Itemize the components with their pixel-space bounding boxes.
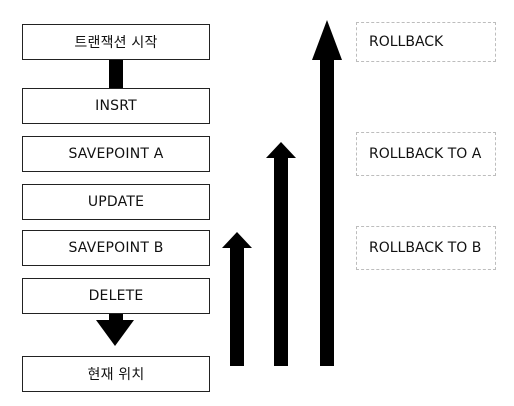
transaction-start-label: 트랜잭션 시작 (74, 35, 158, 51)
savepoint-a-label: SAVEPOINT A (68, 146, 164, 162)
down-arrow-icon (96, 314, 134, 346)
rollback-to-a-arrow-icon (266, 142, 296, 366)
connector-line (109, 60, 123, 88)
rollback-to-b-label: ROLLBACK TO B (369, 240, 482, 256)
update-label: UPDATE (87, 194, 145, 210)
rollback-to-a-label: ROLLBACK TO A (369, 146, 482, 162)
savepoint-b-label: SAVEPOINT B (68, 240, 164, 256)
rollback-to-b-arrow-icon (222, 232, 252, 366)
savepoint-a-box: SAVEPOINT A (22, 136, 210, 172)
savepoint-b-box: SAVEPOINT B (22, 230, 210, 266)
rollback-to-b-label-box: ROLLBACK TO B (356, 226, 496, 270)
update-box: UPDATE (22, 184, 210, 220)
insert-box: INSRT (22, 88, 210, 124)
transaction-start-box: 트랜잭션 시작 (22, 24, 210, 60)
rollback-arrow-icon (312, 20, 342, 366)
rollback-label: ROLLBACK (369, 34, 444, 50)
delete-label: DELETE (88, 288, 144, 304)
rollback-to-a-label-box: ROLLBACK TO A (356, 132, 496, 176)
current-position-box: 현재 위치 (22, 356, 210, 392)
insert-label: INSRT (95, 98, 137, 114)
rollback-label-box: ROLLBACK (356, 22, 496, 62)
current-position-label: 현재 위치 (87, 367, 145, 383)
delete-box: DELETE (22, 278, 210, 314)
